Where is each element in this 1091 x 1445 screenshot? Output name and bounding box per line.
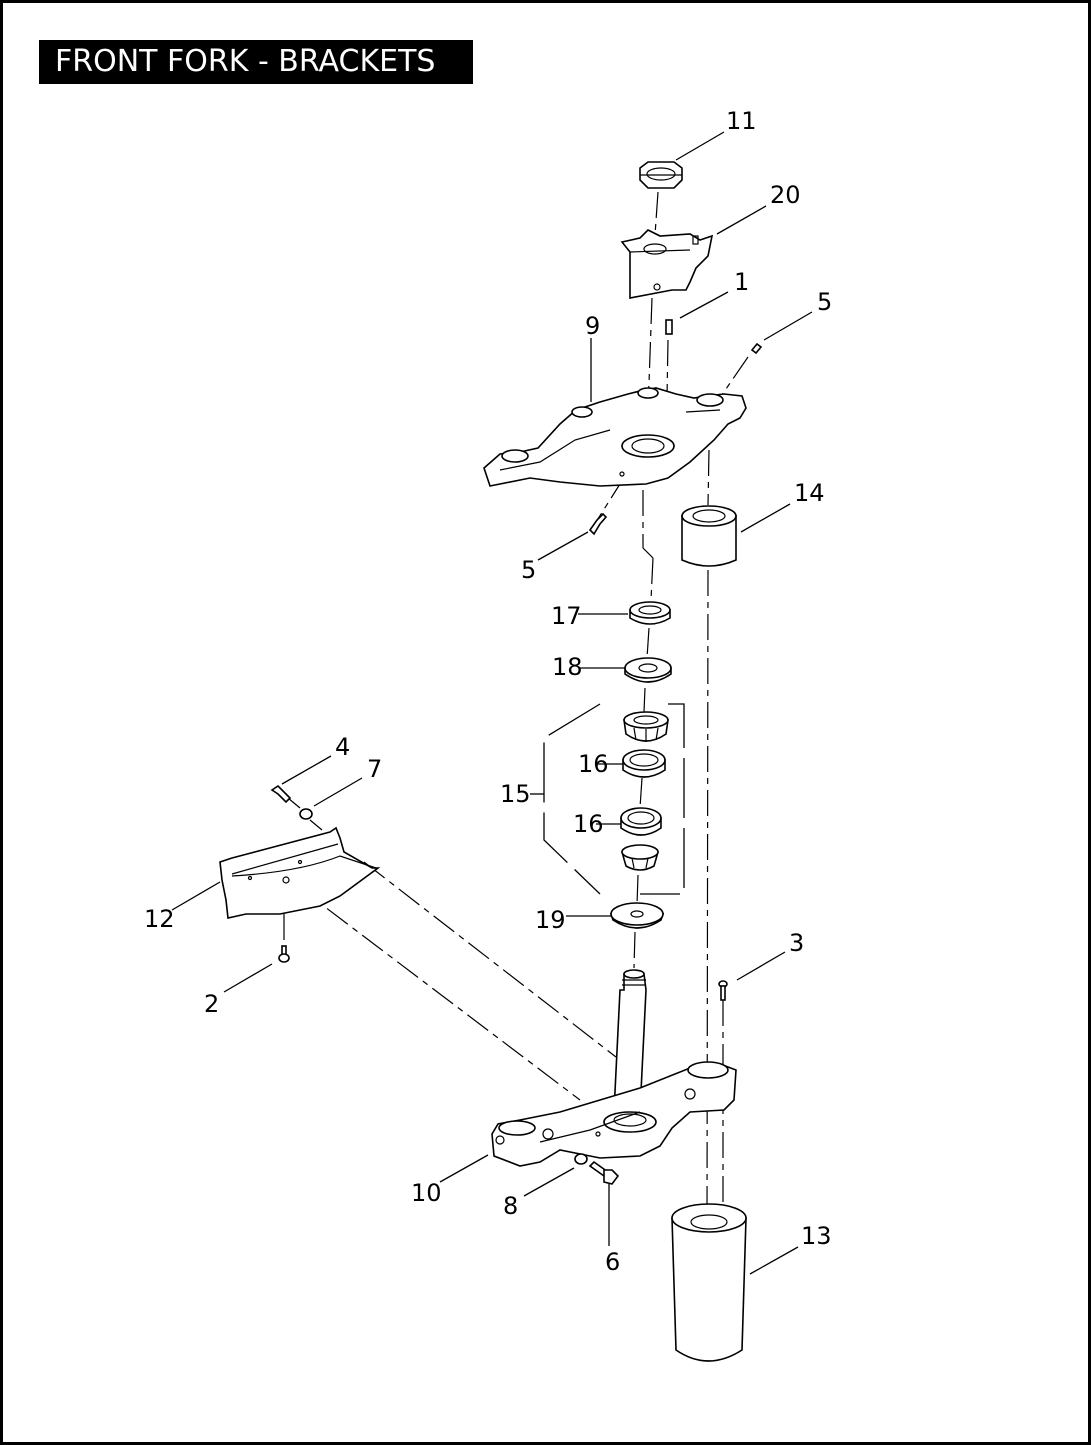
callout-5-upper: 5 bbox=[817, 288, 832, 316]
screw-part-5-upper bbox=[750, 342, 763, 355]
callout-12: 12 bbox=[144, 905, 175, 933]
callout-4: 4 bbox=[335, 733, 350, 761]
callout-11: 11 bbox=[726, 107, 757, 135]
callout-9: 9 bbox=[585, 312, 600, 340]
callout-16-upper: 16 bbox=[578, 750, 609, 778]
upper-fork-bracket-part-9 bbox=[483, 387, 747, 487]
screw-part-5-lower bbox=[588, 512, 608, 536]
callout-15: 15 bbox=[500, 780, 531, 808]
callout-16-lower: 16 bbox=[573, 810, 604, 838]
page-title: FRONT FORK - BRACKETS bbox=[39, 40, 473, 84]
washer-part-7 bbox=[299, 808, 313, 820]
hex-nut-part-11 bbox=[639, 161, 683, 189]
bolt-part-6 bbox=[588, 1160, 620, 1185]
bracket-part-20 bbox=[620, 229, 714, 299]
callout-13: 13 bbox=[801, 1222, 832, 1250]
bearing-cup-part-16-lower bbox=[620, 807, 662, 836]
callout-18: 18 bbox=[552, 653, 583, 681]
callout-1: 1 bbox=[734, 268, 749, 296]
screw-part-3 bbox=[718, 980, 728, 1001]
callout-3: 3 bbox=[789, 929, 804, 957]
dust-shield-part-19 bbox=[609, 902, 665, 929]
callout-labels: 11 20 1 5 9 14 5 17 18 16 15 16 19 4 7 1… bbox=[144, 107, 832, 1276]
leader-lines bbox=[171, 131, 813, 1275]
callout-20: 20 bbox=[770, 181, 801, 209]
adjusting-nut-part-17 bbox=[629, 601, 671, 625]
callout-5-lower: 5 bbox=[521, 556, 536, 584]
bearing-cup-part-16-upper bbox=[622, 749, 666, 778]
callout-8: 8 bbox=[503, 1192, 518, 1220]
callout-2: 2 bbox=[204, 990, 219, 1018]
shroud-part-12 bbox=[219, 826, 381, 919]
fork-cover-part-13 bbox=[671, 1203, 747, 1362]
screw-part-2 bbox=[278, 945, 290, 963]
washer-part-18 bbox=[624, 657, 672, 683]
callout-6: 6 bbox=[605, 1248, 620, 1276]
callout-17: 17 bbox=[551, 602, 582, 630]
spacer-part-14 bbox=[681, 505, 737, 567]
alignment-lines bbox=[283, 191, 749, 1221]
screw-part-4 bbox=[270, 784, 292, 804]
callout-14: 14 bbox=[794, 479, 825, 507]
bearing-kit-part-15 bbox=[543, 703, 685, 895]
callout-10: 10 bbox=[411, 1179, 442, 1207]
callout-7: 7 bbox=[367, 755, 382, 783]
washer-part-8 bbox=[574, 1153, 588, 1165]
callout-19: 19 bbox=[535, 906, 566, 934]
lower-fork-bracket-part-10 bbox=[491, 969, 737, 1167]
pin-part-1 bbox=[665, 319, 673, 335]
